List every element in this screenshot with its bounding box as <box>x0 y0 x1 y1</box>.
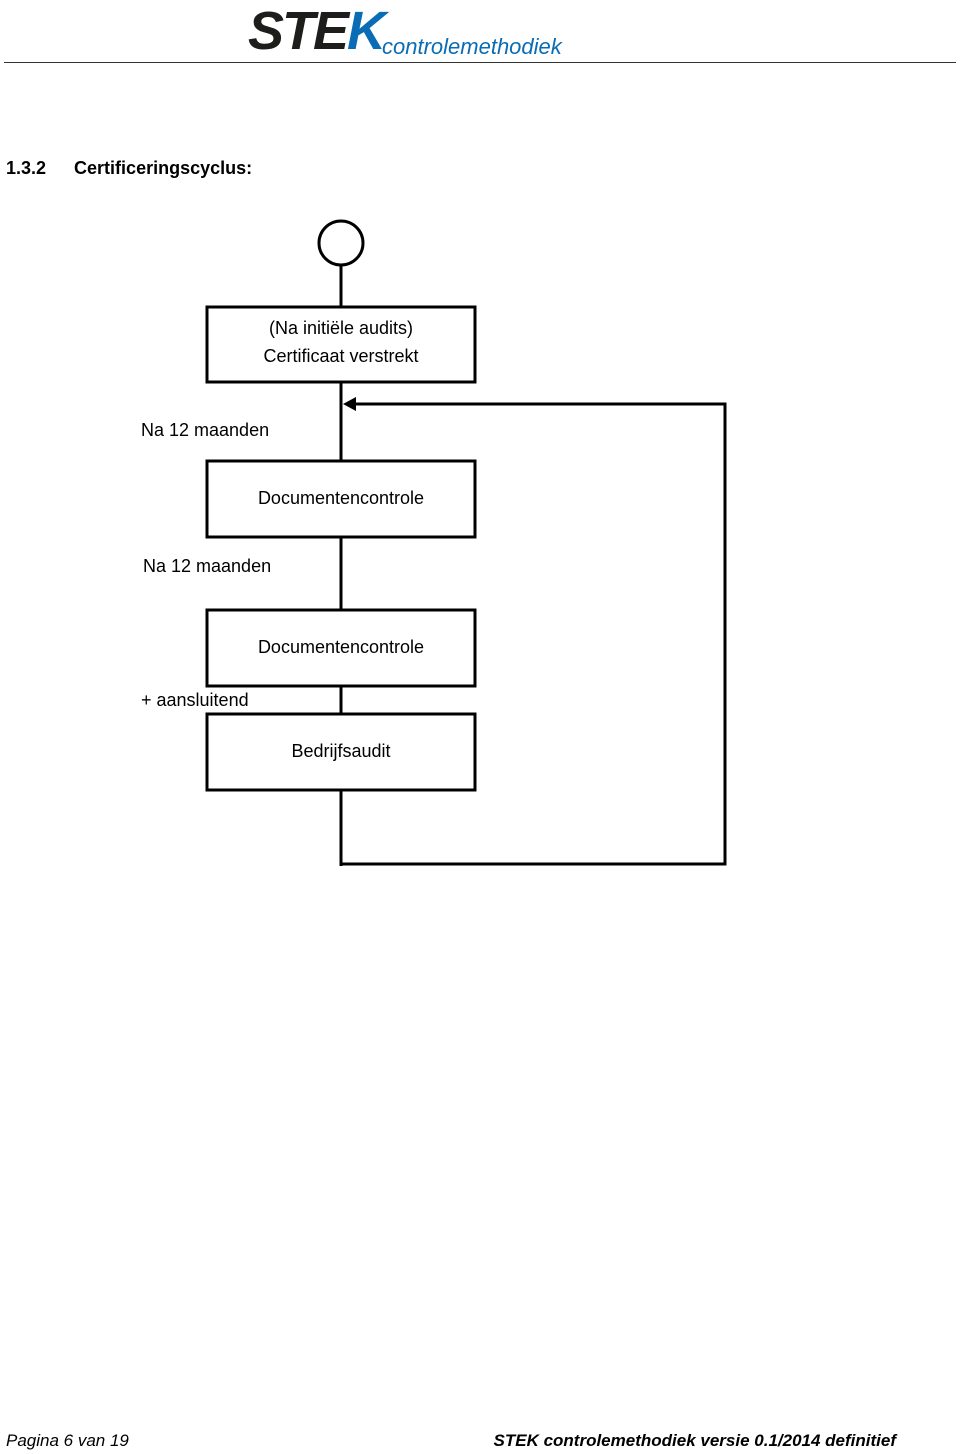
label-subsequently: + aansluitend <box>141 690 249 710</box>
box2-label: Documentencontrole <box>258 488 424 508</box>
box-certificate-issued <box>205 305 477 384</box>
label-after-12-months-2: Na 12 maanden <box>143 556 271 576</box>
section-title: Certificeringscyclus: <box>74 158 253 178</box>
footer-document-info: STEK controlemethodiek versie 0.1/2014 d… <box>493 1431 896 1450</box>
header-rule <box>4 62 956 63</box>
box1-line1: (Na initiële audits) <box>269 318 413 338</box>
stek-logo: STEK <box>248 1 386 61</box>
label-after-12-months-1: Na 12 maanden <box>141 420 269 440</box>
header-subtitle: controlemethodiek <box>382 34 562 59</box>
box1-line2: Certificaat verstrekt <box>263 346 418 366</box>
box-document-check-2 <box>205 608 477 688</box>
section-heading: 1.3.2 Certificeringscyclus: <box>6 158 252 179</box>
box3-label: Documentencontrole <box>258 637 424 657</box>
box-document-check-1 <box>205 459 477 539</box>
footer-page-number: Pagina 6 van 19 <box>6 1431 129 1450</box>
box4-label: Bedrijfsaudit <box>291 741 390 761</box>
section-number: 1.3.2 <box>6 158 47 178</box>
page-header: STEK controlemethodiek <box>0 0 960 64</box>
box-company-audit <box>205 712 477 792</box>
start-node <box>317 219 365 267</box>
loop-back-line <box>341 402 727 866</box>
loop-arrowhead <box>343 397 356 411</box>
